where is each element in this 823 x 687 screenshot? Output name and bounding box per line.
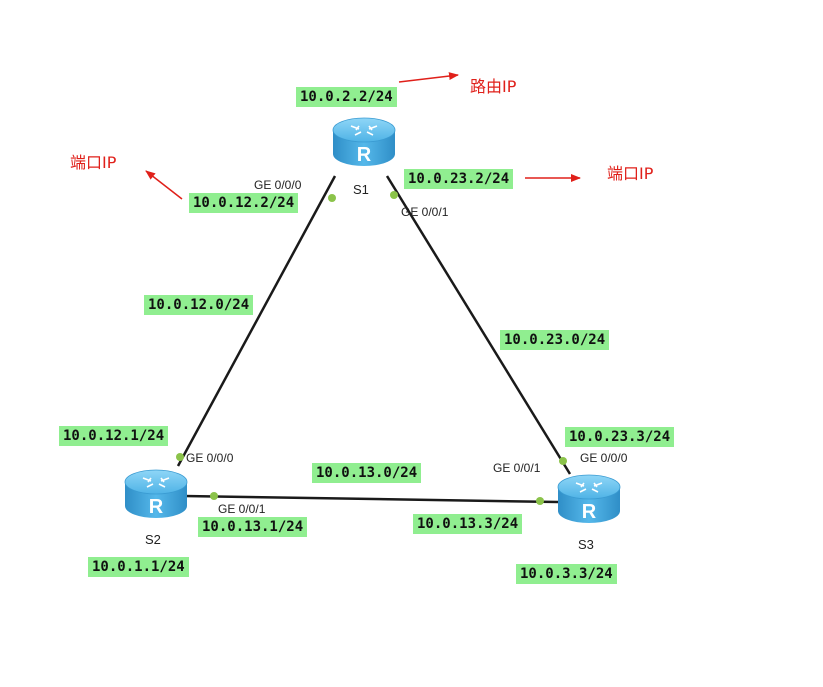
port-dot-s2-g001[interactable] — [210, 492, 218, 500]
annotation-port-ip-left: 端口IP — [70, 153, 117, 172]
svg-text:R: R — [582, 501, 597, 523]
port-label-s2-g000: GE 0/0/0 — [186, 451, 234, 465]
svg-text:R: R — [357, 144, 372, 166]
device-label-s3: S3 — [578, 537, 594, 552]
ip-tag-s2-g000: 10.0.12.1/24 — [59, 426, 169, 446]
svg-text:R: R — [149, 496, 164, 518]
device-label-s2: S2 — [145, 532, 161, 547]
annotation-route-ip: 路由IP — [470, 77, 517, 96]
port-dot-s3-g001[interactable] — [536, 497, 544, 505]
link-s1-s3 — [385, 175, 572, 475]
port-label-s3-g001: GE 0/0/1 — [493, 461, 541, 475]
router-icon-s1[interactable]: R — [332, 117, 396, 166]
port-label-s1-g001: GE 0/0/1 — [401, 205, 449, 219]
port-label-s2-g001: GE 0/0/1 — [218, 502, 266, 516]
port-dot-s2-g000[interactable] — [176, 453, 184, 461]
network-tag-s1-s3: 10.0.23.0/24 — [500, 330, 610, 350]
network-tag-s2-s3: 10.0.13.0/24 — [312, 463, 422, 483]
ip-tag-s2-loopback: 10.0.1.1/24 — [88, 557, 189, 577]
ip-tag-s2-g001: 10.0.13.1/24 — [198, 517, 308, 537]
network-tag-s1-s2: 10.0.12.0/24 — [144, 295, 254, 315]
ip-tag-s1-g000: 10.0.12.2/24 — [189, 193, 299, 213]
ip-tag-s3-g000: 10.0.23.3/24 — [565, 427, 675, 447]
port-dot-s1-g001[interactable] — [390, 191, 398, 199]
port-dot-s3-g000[interactable] — [559, 457, 567, 465]
ip-tag-s1-g001: 10.0.23.2/24 — [404, 169, 514, 189]
ip-tag-s1-loopback: 10.0.2.2/24 — [296, 87, 397, 107]
ip-tag-s3-g001: 10.0.13.3/24 — [413, 514, 523, 534]
router-icon-s3[interactable]: R — [557, 474, 621, 523]
router-icon-s2[interactable]: R — [124, 469, 188, 518]
ip-tag-s3-loopback: 10.0.3.3/24 — [516, 564, 617, 584]
port-ip-left-arrow — [145, 170, 183, 200]
port-label-s1-g000: GE 0/0/0 — [254, 178, 302, 192]
route-ip-arrow — [398, 72, 459, 83]
port-dot-s1-g000[interactable] — [328, 194, 336, 202]
device-label-s1: S1 — [353, 182, 369, 197]
port-label-s3-g000: GE 0/0/0 — [580, 451, 628, 465]
link-s2-s3 — [183, 494, 559, 504]
link-s1-s2 — [176, 175, 337, 467]
annotation-port-ip-right: 端口IP — [607, 164, 654, 183]
